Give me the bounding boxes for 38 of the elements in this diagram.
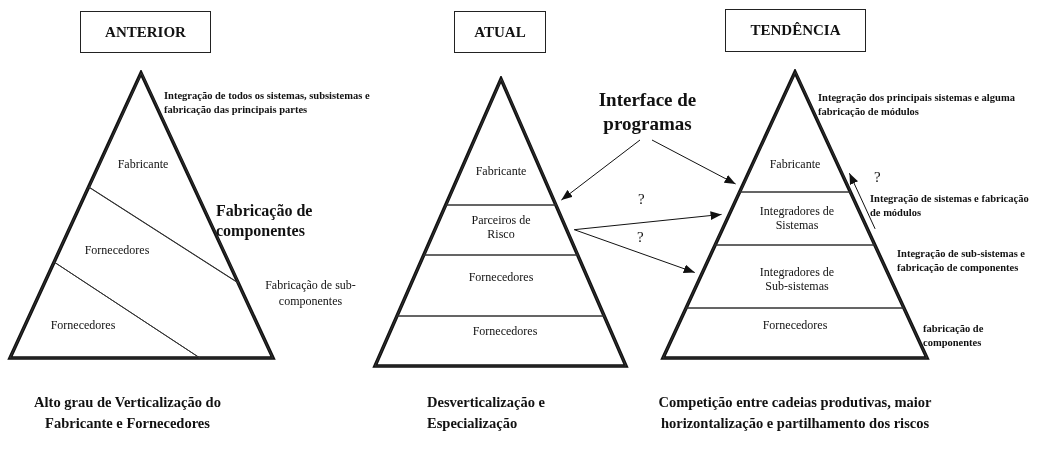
layer-label: Fabricante xyxy=(117,158,169,172)
pyramid-layer xyxy=(396,255,605,316)
layer-label: Fornecedores xyxy=(762,319,828,333)
heading-box: ANTERIOR xyxy=(80,11,211,53)
arrow xyxy=(573,229,696,273)
caption: Competição entre cadeias produtivas, maior horizontalização e partilhamento dos riscos xyxy=(657,393,933,433)
interface-label: Interface de programas xyxy=(585,88,710,136)
arrow xyxy=(848,172,876,230)
layer-label: Fornecedores xyxy=(472,325,538,339)
layer-label: Fabricante xyxy=(769,158,821,172)
layer-label: Integradores de Sistemas xyxy=(758,205,836,233)
side-note: Fabricação de componentes xyxy=(216,201,314,241)
side-note: Integração de sub-sistemas e fabricação de componentes xyxy=(897,247,1027,275)
caption: Desverticalização e Especialização xyxy=(427,393,546,433)
caption: Alto grau de Verticalização do Fabricante e Fornecedores xyxy=(33,393,222,433)
pyramid-layer xyxy=(375,316,626,366)
layer-label: Parceiros de Risco xyxy=(470,214,532,242)
edge-label: ? xyxy=(637,192,646,207)
side-note: Integração dos principais sistemas e alguma fabricação de módulos xyxy=(818,91,1016,119)
pyramid-layer xyxy=(423,205,578,255)
layer-label: Integradores de Sub-sistemas xyxy=(758,266,836,294)
heading-box: TENDÊNCIA xyxy=(725,9,866,52)
arrow xyxy=(651,139,737,185)
pyramid-layer xyxy=(10,262,200,358)
edge-label: ? xyxy=(636,230,645,245)
layer-label: Fornecedores xyxy=(468,271,534,285)
side-note: Fabricação de sub-componentes xyxy=(264,278,357,310)
side-note: Integração de sistemas e fabricação de módulos xyxy=(870,192,1030,220)
layer-label: Fornecedores xyxy=(50,319,116,333)
arrow xyxy=(560,139,641,201)
arrow xyxy=(573,211,723,231)
layer-label: Fabricante xyxy=(475,165,527,179)
layer-label: Fornecedores xyxy=(84,244,150,258)
heading-box: ATUAL xyxy=(454,11,546,53)
side-note: fabricação de componentes xyxy=(923,322,985,350)
side-note: Integração de todos os sistemas, subsistemas e fabricação das principais partes xyxy=(164,89,371,117)
pyramid-layer xyxy=(445,79,556,205)
edge-label: ? xyxy=(873,170,882,185)
